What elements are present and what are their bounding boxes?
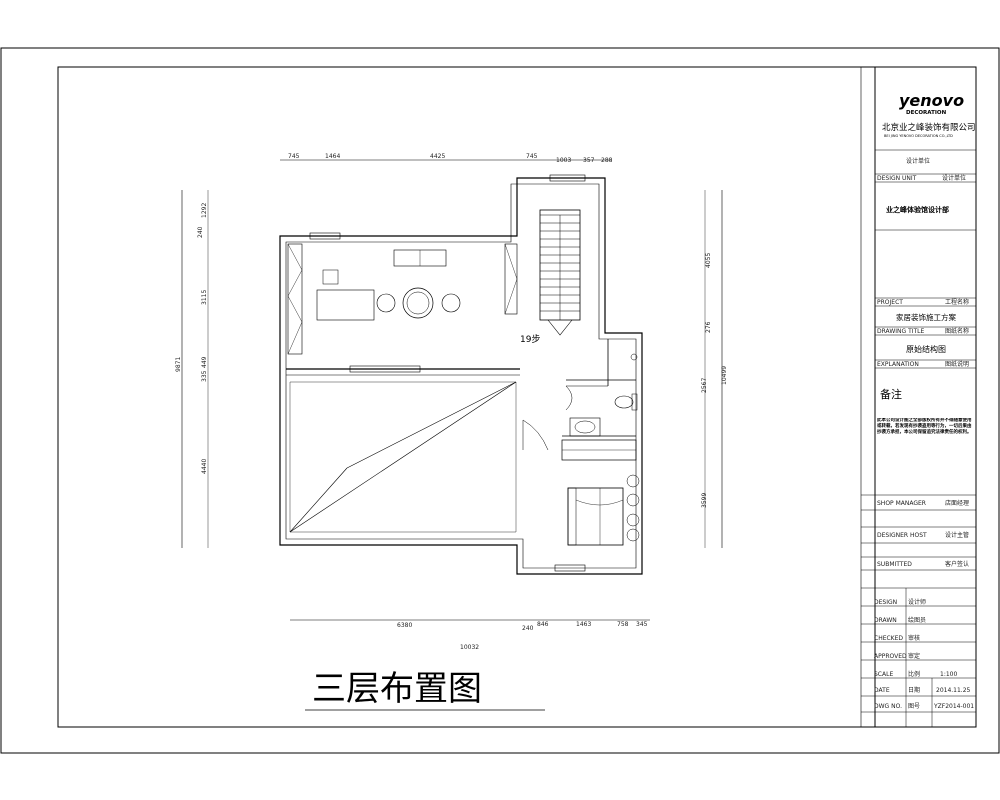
project-label: PROJECT	[877, 299, 903, 306]
design-unit-value: 设计单位	[906, 157, 930, 165]
dim-right-total: 10499	[721, 366, 728, 385]
door-swing	[522, 419, 549, 451]
dim-left-total: 9871	[175, 357, 182, 372]
window	[554, 564, 586, 572]
dim-left-2: 240	[197, 226, 204, 238]
basin	[569, 417, 601, 437]
brow-cn-2: 审核	[908, 634, 920, 642]
logo-sub: DECORATION	[906, 110, 947, 116]
brow-en-4: SCALE	[874, 671, 893, 678]
dim-top-7: 288	[601, 157, 613, 164]
dim-right-1: 4055	[705, 253, 712, 268]
brow-en-6: DWG NO.	[874, 703, 902, 710]
row-value-0: 店面经理	[945, 499, 969, 507]
brow-cn-6: 图号	[908, 703, 920, 710]
stair-note: 19步	[520, 334, 540, 345]
brow-en-2: CHECKED	[874, 635, 903, 642]
outer-border	[0, 47, 1000, 754]
studio-name: 业之峰体验馆设计部	[886, 205, 949, 214]
brow-en-5: DATE	[874, 687, 890, 694]
brow-cn-0: 设计师	[908, 598, 926, 606]
dim-left-3: 3115	[201, 290, 208, 305]
outer-wall	[279, 177, 643, 575]
dimension-lines	[181, 159, 723, 621]
drawing-title: 三层布置图	[312, 669, 482, 709]
drawing-title-label: DRAWING TITLE	[877, 328, 925, 335]
floor-plan	[279, 174, 643, 575]
design-unit-label: DESIGN UNIT	[877, 175, 917, 182]
terrace	[289, 381, 517, 533]
brow-cn-1: 绘图员	[908, 616, 926, 624]
dim-top-1: 745	[288, 153, 300, 160]
notes-title: 备注	[880, 387, 902, 401]
dim-bottom-3: 846	[537, 621, 549, 628]
dim-right-3: 2567	[701, 378, 708, 393]
dim-bottom-6: 345	[636, 621, 648, 628]
inner-wall	[285, 183, 637, 569]
title-block: yenovo DECORATION 北京业之峰装饰有限公司 BEI JING Y…	[861, 91, 976, 727]
explanation-label: EXPLANATION	[877, 361, 919, 368]
dim-top-5: 1003	[556, 157, 571, 164]
design-unit-label-cn: 设计单位	[942, 174, 966, 182]
inner-frame	[57, 66, 977, 728]
dim-left-4: 335	[201, 370, 208, 382]
desk	[316, 289, 375, 321]
project-label-cn: 工程名称	[945, 298, 969, 306]
notes-body: 此本公司设计图之全部版权所有并不得随意使用或转载，若发现有抄袭盗用等行为，一切后…	[877, 418, 972, 435]
brow-en-0: DESIGN	[874, 599, 897, 606]
dim-left-6: 4440	[201, 459, 208, 474]
brow-val-5: 2014.11.25	[936, 687, 971, 694]
brow-en-3: APPROVED	[874, 653, 907, 660]
logo: yenovo	[899, 91, 964, 110]
explanation-label-cn: 图纸说明	[945, 360, 969, 368]
dim-top-2: 1464	[325, 153, 340, 160]
window	[349, 365, 421, 373]
row-label-2: SUBMITTED	[877, 561, 912, 568]
dim-top-6: 357	[583, 157, 595, 164]
bookshelf-right	[504, 243, 518, 315]
brow-val-6: YZF2014-001	[933, 703, 974, 710]
dim-bottom-1: 6380	[397, 622, 412, 629]
dim-top-3: 4425	[430, 153, 445, 160]
window	[309, 232, 341, 240]
company-en: BEI JING YENOVO DECORATION CO.,LTD	[884, 134, 953, 138]
chair	[322, 269, 339, 285]
dim-top-4: 745	[526, 153, 538, 160]
row-label-0: SHOP MANAGER	[877, 500, 926, 507]
row-label-1: DESIGNER HOST	[877, 532, 927, 539]
brow-cn-3: 审定	[908, 652, 920, 660]
dim-bottom-4: 1463	[576, 621, 591, 628]
dim-bottom-2: 240	[522, 625, 534, 632]
dim-bottom-5: 758	[617, 621, 629, 628]
drawing-title-label-cn: 图纸名称	[945, 327, 969, 335]
dim-left-1: 1292	[201, 203, 208, 218]
row-value-2: 客户签认	[945, 560, 969, 568]
brow-cn-4: 比例	[908, 670, 920, 678]
brow-cn-5: 日期	[908, 686, 920, 694]
drawing-name: 原始结构图	[906, 344, 946, 354]
brow-en-1: DRAWN	[874, 617, 897, 624]
round-table	[402, 287, 434, 319]
nightstand	[626, 474, 640, 488]
bookshelf-left	[287, 243, 303, 355]
dim-right-2: 276	[705, 321, 712, 333]
toilet	[614, 395, 634, 409]
dim-left-5: 449	[201, 356, 208, 368]
project-name: 家居装饰施工方案	[896, 312, 956, 322]
dim-bottom-total: 10032	[460, 644, 479, 651]
dim-right-4: 3599	[701, 493, 708, 508]
window	[549, 174, 586, 182]
row-value-1: 设计主管	[945, 531, 969, 539]
brow-val-4: 1:100	[940, 671, 957, 678]
company-cn: 北京业之峰装饰有限公司	[882, 122, 976, 133]
